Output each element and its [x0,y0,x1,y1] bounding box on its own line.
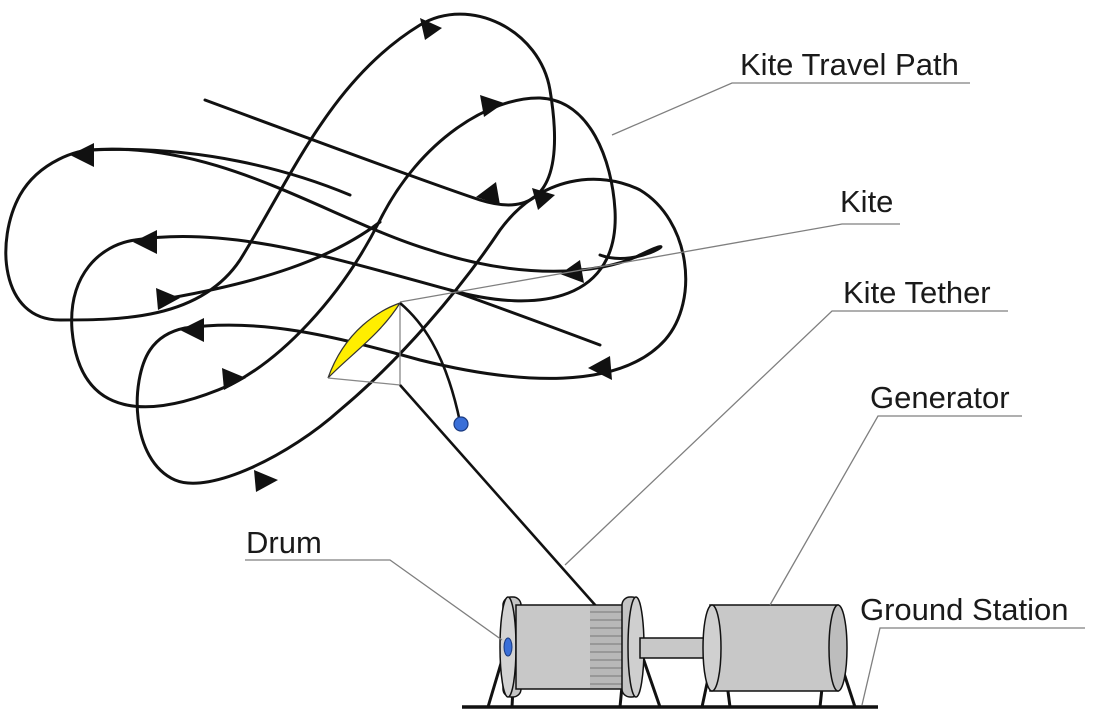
kite-path-segment [399,302,462,423]
travel-path-strand-upper [88,147,352,197]
travel-path-arrow-7 [156,288,180,310]
travel-path-connector-right [448,288,602,347]
kite-position-dot [453,416,469,432]
travel-path-arrow-10 [476,182,500,205]
travel-path-loop-inner [135,177,688,485]
generator-assembly [700,604,857,708]
travel-path-loop-outer [4,12,642,322]
leader-drum [245,559,503,641]
drum-axle-hub [503,637,513,657]
generator-body [709,604,839,692]
label-drum: Drum [246,525,322,560]
travel-path-strand-lower [168,220,382,300]
travel-path-arrow-2 [480,95,504,117]
label-ground-station: Ground Station [860,592,1069,627]
ground-station [462,596,878,709]
drum-winding-lines [590,611,624,685]
leader-generator [769,415,1022,606]
kite-tether-line [399,384,597,607]
travel-path-arrow-5 [133,230,157,254]
kite-bridle-lower [327,377,401,386]
travel-path-loop-middle [70,96,663,409]
generator-right-face [828,604,848,692]
leader-ground-station [861,627,1085,706]
travel-path-arrow-3 [532,188,555,210]
label-kite: Kite [840,184,893,219]
labels: Kite Travel Path Kite Kite Tether Genera… [246,47,1069,627]
leader-travel-path [611,82,970,136]
leader-tether [564,310,1008,566]
generator-left-face [702,604,722,692]
label-kite-tether: Kite Tether [843,275,991,310]
travel-path-arrow-4 [70,143,94,167]
leader-lines [245,82,1085,706]
travel-path-arrow-12 [588,356,612,380]
travel-path-arrow-1 [420,18,442,40]
kite-travel-path [4,12,688,492]
label-kite-travel-path: Kite Travel Path [740,47,959,82]
label-generator: Generator [870,380,1010,415]
drum-leg-4 [640,654,662,708]
travel-path-arrow-8 [222,368,246,390]
kite [327,301,469,432]
travel-path-arrow-9 [254,470,278,492]
travel-path-arrow-6 [180,318,204,342]
drum-assembly [486,596,662,708]
leader-kite [399,223,900,303]
